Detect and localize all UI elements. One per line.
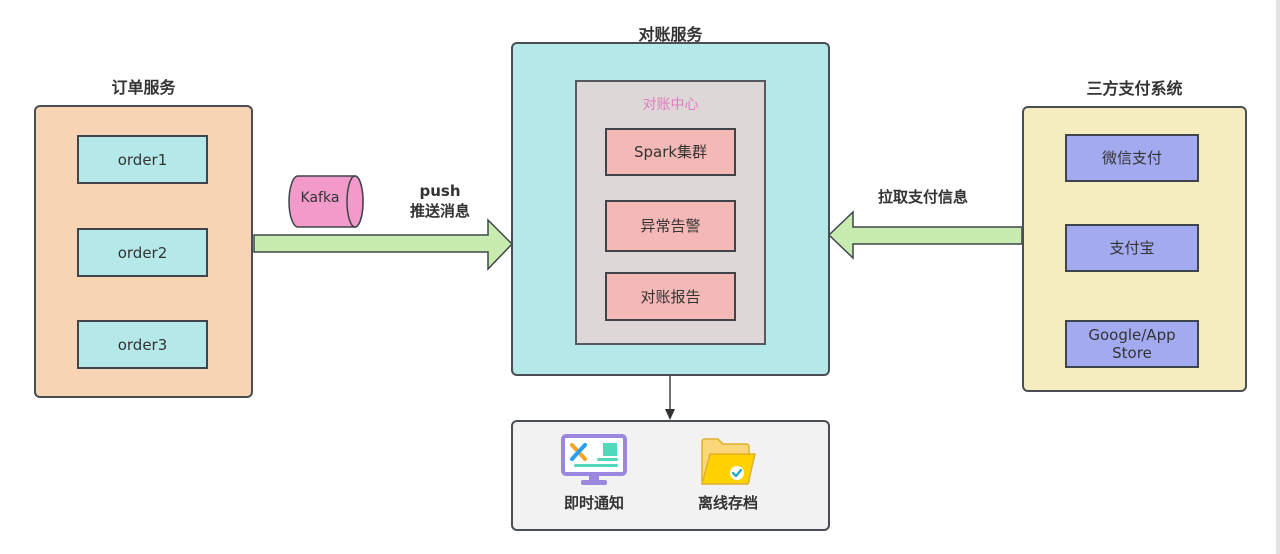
spark-cluster-node[interactable]: Spark集群 — [605, 128, 736, 176]
monitor-tools-icon — [561, 434, 627, 485]
kafka-label: Kafka — [300, 190, 340, 206]
google-app-store-node[interactable]: Google/App Store — [1065, 320, 1199, 368]
order-node-2[interactable]: order2 — [77, 228, 208, 277]
wechat-pay-node[interactable]: 微信支付 — [1065, 134, 1199, 182]
push-message-label: 推送消息 — [409, 202, 470, 220]
offline-archive-label: 离线存档 — [697, 494, 758, 512]
reconciliation-center: 对账中心 Spark集群 异常告警 对账报告 — [575, 80, 766, 345]
folder-check-icon — [701, 438, 756, 485]
vertical-scrollbar[interactable] — [1276, 0, 1280, 554]
order-service-title: 订单服务 — [111, 78, 176, 97]
push-arrow — [253, 218, 514, 271]
alipay-node[interactable]: 支付宝 — [1065, 224, 1199, 272]
payment-systems-title: 三方支付系统 — [1086, 79, 1183, 98]
offline-archive-item[interactable]: 离线存档 — [673, 434, 783, 524]
output-group: 即时通知 离线存档 — [511, 420, 830, 531]
payment-systems-group: 微信支付 支付宝 Google/App Store — [1022, 106, 1247, 392]
reconciliation-service-title: 对账服务 — [638, 25, 703, 44]
instant-notification-item[interactable]: 即时通知 — [539, 434, 649, 524]
push-label: push — [419, 182, 461, 200]
kafka-cylinder-icon — [288, 175, 364, 228]
pull-arrow — [827, 210, 1023, 260]
reconciliation-center-title: 对账中心 — [642, 97, 699, 113]
pull-arrow-label: 拉取支付信息 — [877, 188, 968, 206]
reconciliation-report-node[interactable]: 对账报告 — [605, 272, 736, 321]
output-arrowhead — [665, 409, 675, 420]
anomaly-alert-node[interactable]: 异常告警 — [605, 200, 736, 252]
order-node-3[interactable]: order3 — [77, 320, 208, 369]
order-service-group: order1 order2 order3 — [34, 105, 253, 398]
push-arrow-label: push 推送消息 — [385, 181, 495, 221]
instant-notification-label: 即时通知 — [563, 494, 624, 512]
order-node-1[interactable]: order1 — [77, 135, 208, 184]
